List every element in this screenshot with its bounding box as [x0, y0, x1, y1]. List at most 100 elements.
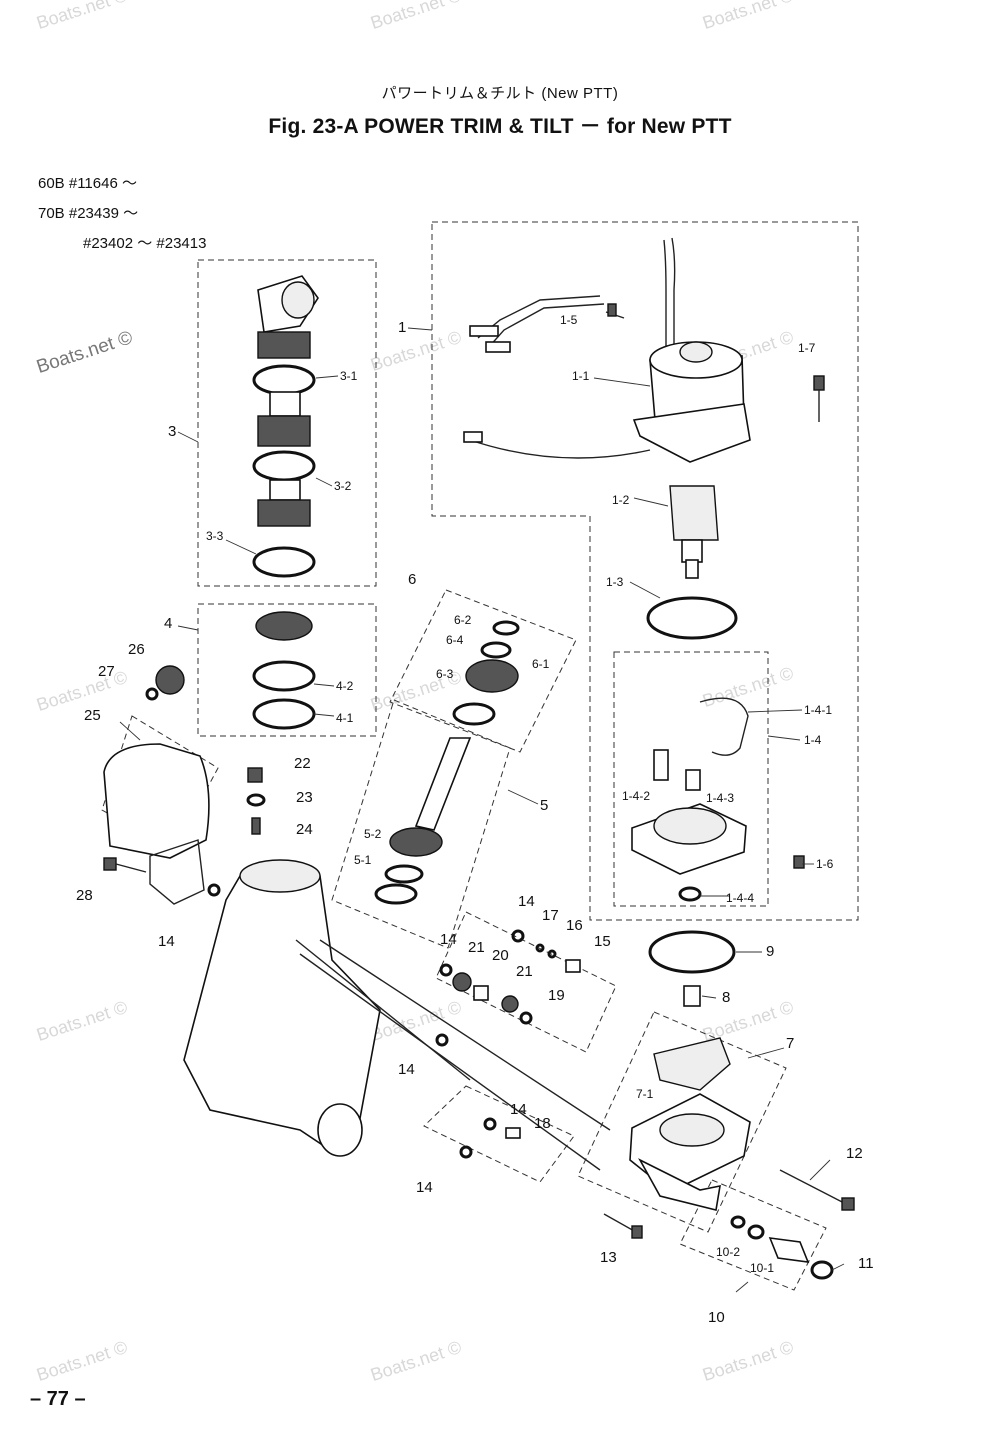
- callout-1-4-2: 1-4-2: [622, 789, 651, 803]
- o-ring-1-3: [646, 596, 738, 640]
- callout-5-2: 5-2: [364, 827, 382, 841]
- manual-valve-10: [730, 1215, 834, 1280]
- callout-14: 14: [440, 931, 457, 948]
- figure-title: Fig. 23-A POWER TRIM & TILT － for New PT…: [268, 115, 732, 138]
- group-box-10: [679, 1179, 827, 1291]
- callout-15: 15: [594, 933, 611, 950]
- callout-25: 25: [84, 707, 101, 724]
- callout-1-3: 1-3: [606, 575, 624, 589]
- callout-20: 20: [492, 947, 509, 964]
- o-ring-27: [145, 687, 159, 701]
- callout-12: 12: [846, 1145, 863, 1162]
- callout-13: 13: [600, 1249, 617, 1266]
- cylinder-housing-2: [183, 859, 611, 1171]
- callout-6-2: 6-2: [454, 613, 472, 627]
- callout-1-2: 1-2: [612, 493, 630, 507]
- bolt-1-7: [813, 375, 825, 422]
- group-box-18: [423, 1085, 575, 1183]
- callout-1-4-4: 1-4-4: [726, 891, 755, 905]
- filter-8: [683, 985, 701, 1007]
- callout-14: 14: [158, 933, 175, 950]
- callout-11: 11: [858, 1255, 874, 1272]
- trim-cylinder-cap-6: [452, 620, 520, 726]
- callout-3-3: 3-3: [206, 529, 224, 543]
- group-box-1-4: [613, 651, 769, 907]
- callout-10-2: 10-2: [716, 1245, 741, 1259]
- motor-housing: [632, 341, 751, 463]
- callout-21: 21: [468, 939, 485, 956]
- callout-17: 17: [542, 907, 559, 924]
- page-number: – 77 –: [30, 1388, 86, 1410]
- fitting-22: [247, 767, 263, 783]
- callout-6-3: 6-3: [436, 667, 454, 681]
- callout-28: 28: [76, 887, 93, 904]
- o-ring-9: [648, 930, 736, 974]
- fitting-24: [251, 817, 261, 835]
- callout-24: 24: [296, 821, 313, 838]
- cylinder-parts-4: [252, 611, 316, 730]
- callout-8: 8: [722, 989, 731, 1006]
- callout-4: 4: [164, 615, 173, 632]
- callout-4-2: 4-2: [336, 679, 354, 693]
- callout-6-4: 6-4: [446, 633, 464, 647]
- armature-1-2: [669, 485, 719, 579]
- callout-19: 19: [548, 987, 565, 1004]
- callout-1-5: 1-5: [560, 313, 578, 327]
- callout-7-1: 7-1: [636, 1087, 654, 1101]
- callout-21: 21: [516, 963, 533, 980]
- callout-14: 14: [398, 1061, 415, 1078]
- group-box-1: [431, 221, 859, 921]
- callout-1-4-1: 1-4-1: [804, 703, 833, 717]
- tilt-cylinder-3: [252, 275, 319, 578]
- trim-piston-5: [374, 737, 472, 905]
- callout-10: 10: [708, 1309, 725, 1326]
- bolt-13: [603, 1213, 643, 1239]
- cap-26: [155, 665, 185, 695]
- callout-14: 14: [518, 893, 535, 910]
- callout-3: 3: [168, 423, 177, 440]
- callout-10-1: 10-1: [750, 1261, 775, 1275]
- callout-1-4-3: 1-4-3: [706, 791, 735, 805]
- bolt-28: [103, 857, 147, 873]
- callout-14: 14: [416, 1179, 433, 1196]
- callout-4-1: 4-1: [336, 711, 354, 725]
- reservoir-25: [103, 743, 210, 905]
- group-box-7: [577, 1011, 787, 1233]
- group-box-5: [331, 699, 511, 949]
- callout-3-1: 3-1: [340, 369, 358, 383]
- callout-1-6: 1-6: [816, 857, 834, 871]
- motor-lead-wire: [463, 237, 676, 459]
- valve-parts: [207, 883, 581, 1159]
- callout-14: 14: [510, 1101, 527, 1118]
- leader-lines: [119, 327, 845, 1293]
- serial-range-extra: #23402 ～ #23413: [83, 235, 207, 252]
- callout-1: 1: [398, 319, 407, 336]
- callout-5: 5: [540, 797, 549, 814]
- seal-1-4-4: [678, 886, 702, 902]
- callout-1-7: 1-7: [798, 341, 816, 355]
- callout-1-4: 1-4: [804, 733, 822, 747]
- group-box-4: [197, 603, 377, 737]
- brush-holder-assy-1-4: [631, 697, 805, 875]
- figure-subtitle: パワートリム＆チルト (New PTT): [381, 85, 619, 102]
- screw-1-5: [605, 303, 625, 319]
- callout-27: 27: [98, 663, 115, 680]
- callout-18: 18: [534, 1115, 551, 1132]
- group-box-3: [197, 259, 377, 587]
- callout-1-1: 1-1: [572, 369, 590, 383]
- o-ring-23: [246, 793, 266, 807]
- callout-6: 6: [408, 571, 417, 588]
- callout-16: 16: [566, 917, 583, 934]
- callout-7: 7: [786, 1035, 795, 1052]
- serial-range-70b: 70B #23439 ～: [38, 205, 139, 222]
- group-box-6: [389, 589, 577, 753]
- bolt-12: [779, 1169, 855, 1211]
- serial-range-60b: 60B #11646 ～: [38, 175, 137, 192]
- callout-26: 26: [128, 641, 145, 658]
- callout-23: 23: [296, 789, 313, 806]
- pump-body-7: [629, 1037, 751, 1211]
- callout-6-1: 6-1: [532, 657, 550, 671]
- callout-22: 22: [294, 755, 311, 772]
- callout-3-2: 3-2: [334, 479, 352, 493]
